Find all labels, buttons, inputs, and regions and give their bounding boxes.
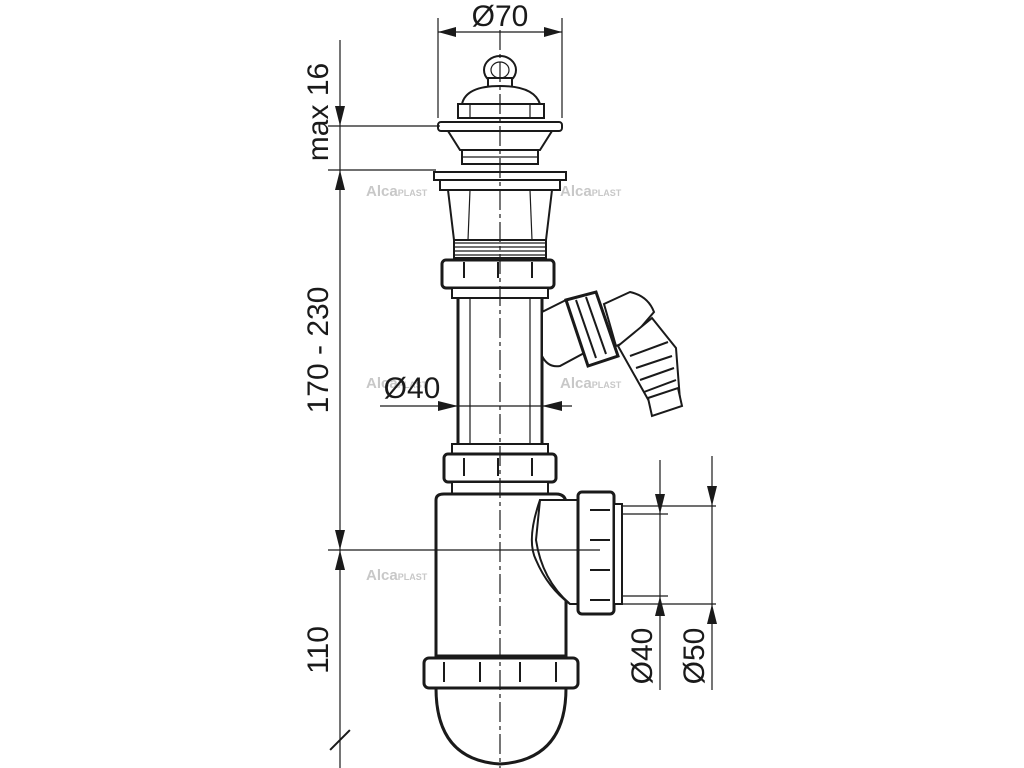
watermark-2: AlcaPLAST	[560, 183, 622, 200]
sink-plug	[457, 55, 545, 119]
side-connector	[541, 290, 684, 418]
watermark-4: AlcaPLAST	[560, 375, 622, 392]
dim-top-diameter: Ø70	[437, 0, 563, 118]
label-outlet-outer: Ø50	[678, 628, 711, 685]
label-adjust-range: 170 - 230	[302, 287, 335, 414]
dim-outlet	[622, 456, 717, 690]
watermark-1: AlcaPLAST	[366, 183, 428, 200]
label-trap-height: 110	[302, 626, 335, 674]
vertical-pipe	[456, 298, 544, 452]
upper-nut	[440, 258, 556, 299]
dim-pipe-diameter: Ø40	[380, 372, 572, 411]
bottle-trap-body	[434, 490, 623, 658]
watermark-5: AlcaPLAST	[366, 567, 428, 584]
bottom-cap	[422, 656, 580, 766]
hose-barb	[616, 316, 684, 418]
label-top-diameter: Ø70	[472, 0, 529, 33]
label-pipe-diameter: Ø40	[384, 372, 441, 405]
label-max-height: max 16	[302, 63, 335, 161]
watermark-3: AlcaPLAST	[366, 375, 428, 392]
dim-left-rail	[328, 40, 600, 768]
label-outlet-inner: Ø40	[626, 628, 659, 685]
